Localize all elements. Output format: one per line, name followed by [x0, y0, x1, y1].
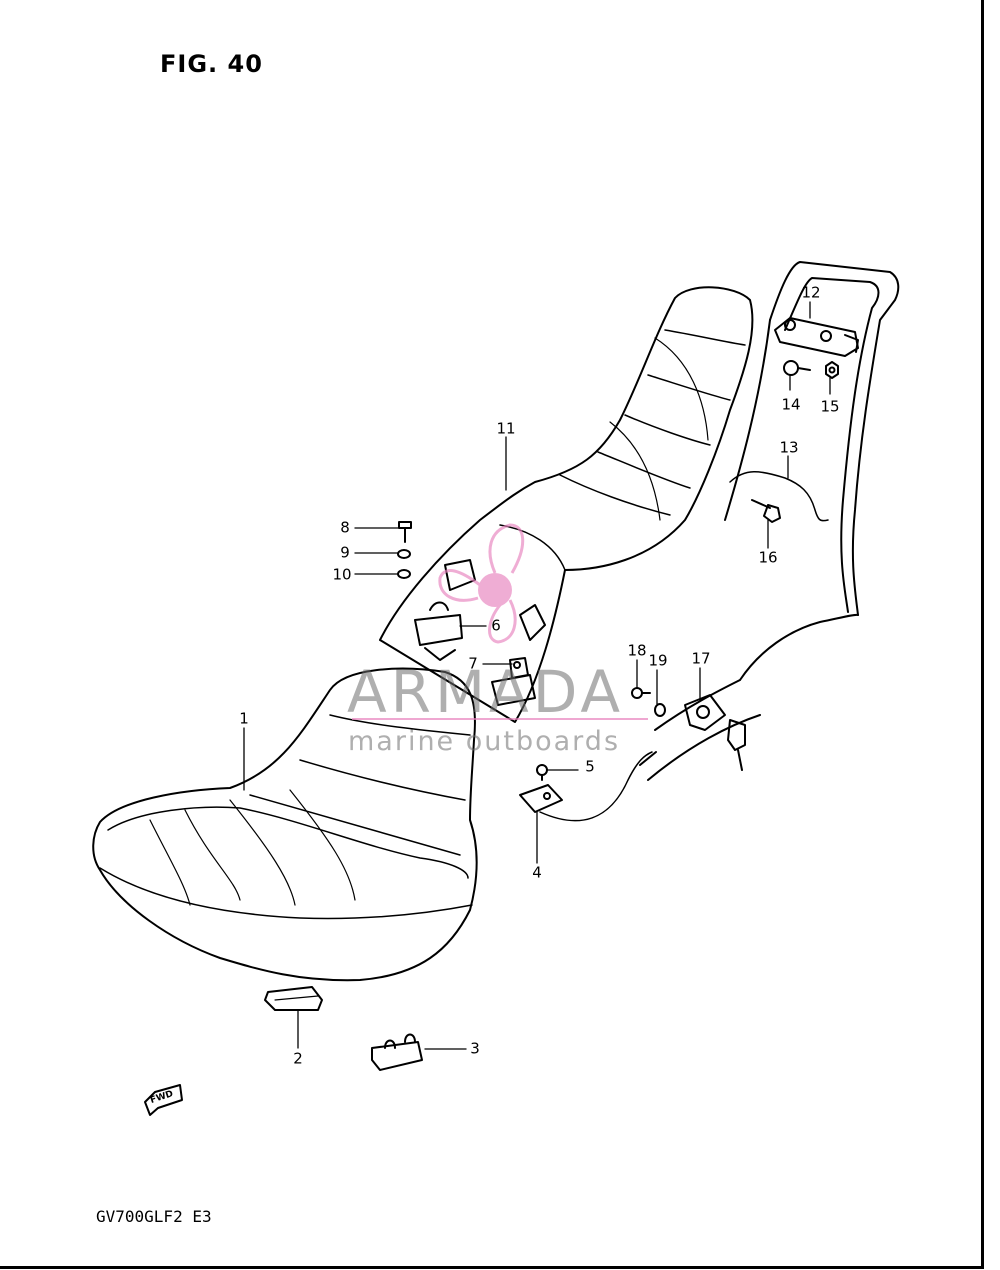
- fwd-arrow: [144, 1084, 183, 1116]
- lock-part-17: [684, 694, 746, 771]
- washer-part-9: [397, 549, 411, 559]
- front-seat-part-1: [92, 667, 478, 982]
- watermark-divider: [352, 718, 648, 720]
- model-code: GV700GLF2 E3: [96, 1207, 212, 1226]
- callout-2: 2: [293, 1049, 303, 1068]
- callout-3: 3: [470, 1039, 480, 1058]
- backrest-frame: [647, 261, 900, 781]
- callout-12: 12: [801, 283, 821, 302]
- watermark-name: ARMADA: [347, 658, 625, 726]
- callout-15: 15: [820, 397, 840, 416]
- bracket-part-12: [774, 317, 859, 357]
- plate-part-4: [519, 751, 657, 822]
- washer-part-19: [654, 703, 666, 717]
- callout-19: 19: [648, 651, 668, 670]
- cushion-part-2: [264, 986, 323, 1011]
- bolt-part-14: [783, 360, 811, 376]
- bolt-part-8: [398, 521, 412, 543]
- bolt-part-16: [751, 499, 781, 523]
- cable-part-13: [729, 471, 829, 522]
- callout-6: 6: [491, 616, 501, 635]
- callout-10: 10: [332, 565, 352, 584]
- callout-9: 9: [340, 543, 350, 562]
- callout-16: 16: [758, 548, 778, 567]
- callout-7: 7: [468, 654, 478, 673]
- watermark-propeller-icon: [438, 523, 525, 644]
- callout-13: 13: [779, 438, 799, 457]
- callout-14: 14: [781, 395, 801, 414]
- callout-4: 4: [532, 863, 542, 882]
- callout-18: 18: [627, 641, 647, 660]
- callout-1: 1: [239, 709, 249, 728]
- leader-lines: [243, 301, 831, 1050]
- callout-5: 5: [585, 757, 595, 776]
- page-border-bottom: [0, 1266, 984, 1269]
- screw-part-5: [536, 764, 548, 781]
- damper-part-3: [371, 1033, 423, 1071]
- page-border-right: [981, 0, 984, 1268]
- catch-part-7: [491, 657, 536, 706]
- hinge-part-6: [414, 559, 546, 661]
- callout-11: 11: [496, 419, 516, 438]
- nut-part-15: [825, 361, 839, 379]
- callout-17: 17: [691, 649, 711, 668]
- screw-part-18: [631, 687, 651, 699]
- callout-8: 8: [340, 518, 350, 537]
- figure-title: FIG. 40: [160, 50, 263, 78]
- watermark-tagline: marine outboards: [348, 726, 621, 757]
- washer-part-10: [397, 569, 411, 579]
